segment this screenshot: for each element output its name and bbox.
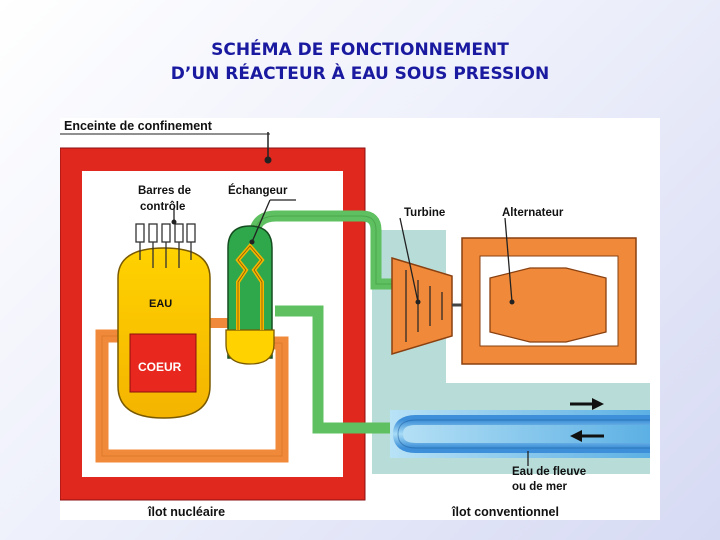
control-rods-pointer-dot — [171, 219, 177, 225]
alternator-pointer — [504, 217, 513, 303]
turbine-pointer-dot — [415, 299, 421, 305]
turbine-pointer — [399, 217, 419, 303]
river-label-line-1: Eau de fleuve — [512, 466, 586, 478]
steam-generator — [225, 225, 275, 365]
control-rods-label-line-2: contrôle — [140, 201, 185, 213]
core-label: COEUR — [138, 360, 182, 374]
alternator — [461, 237, 637, 365]
secondary-loop — [248, 210, 404, 290]
exchanger-pointer-dot — [249, 239, 255, 245]
water-label: EAU — [149, 298, 172, 310]
nuclear-island-label: îlot nucléaire — [147, 505, 225, 519]
exchanger-pointer-leg — [251, 199, 271, 243]
turbine-label: Turbine — [404, 207, 445, 219]
page-title: SCHÉMA DE FONCTIONNEMENT D’UN RÉACTEUR À… — [0, 38, 720, 86]
containment-label: Enceinte de confinement — [64, 119, 213, 133]
secondary-return — [275, 305, 390, 434]
title-line-1: SCHÉMA DE FONCTIONNEMENT — [211, 40, 509, 60]
exchanger-label: Échangeur — [228, 184, 288, 197]
alternator-label: Alternateur — [502, 207, 564, 219]
primary-loop — [95, 329, 289, 463]
conventional-island-label: îlot conventionnel — [451, 505, 559, 519]
reactor-core — [129, 333, 197, 393]
turbine — [391, 256, 453, 356]
flow-out-arrow-icon — [570, 398, 604, 410]
containment-pointer-dot — [264, 156, 272, 164]
reactor-diagram: Enceinte de confinement Barres de contrô… — [59, 118, 660, 520]
flow-in-arrow-icon — [570, 430, 604, 442]
control-rods — [135, 223, 196, 268]
alternator-pointer-dot — [509, 299, 515, 305]
title-line-2: D’UN RÉACTEUR À EAU SOUS PRESSION — [170, 64, 550, 84]
river-label-line-2: ou de mer — [512, 481, 567, 493]
control-rods-label-line-1: Barres de — [138, 185, 191, 197]
